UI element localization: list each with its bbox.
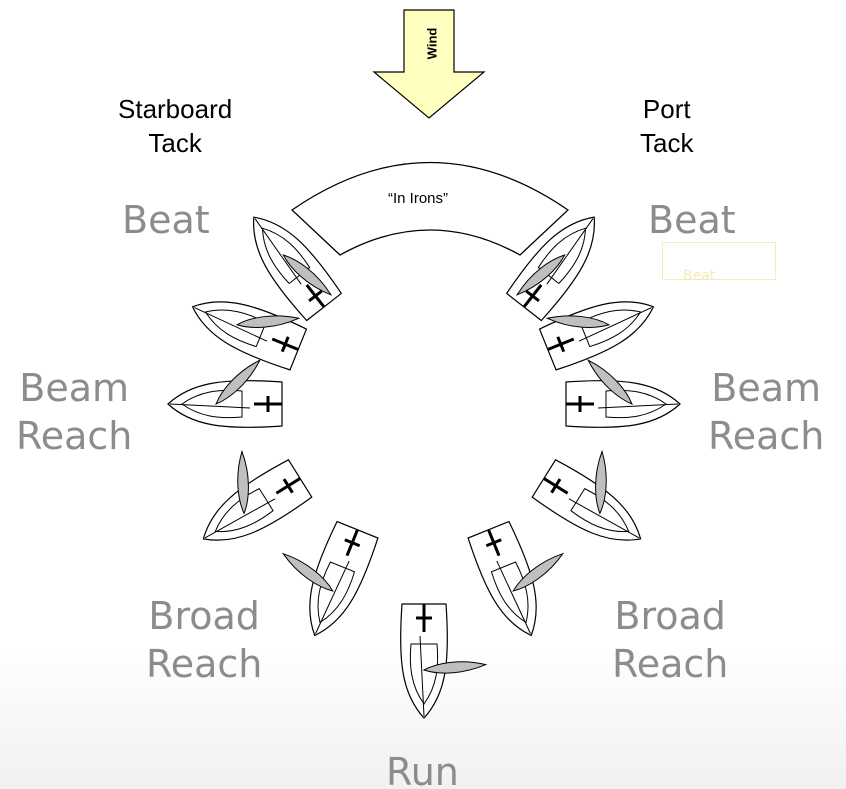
tiller-mark bbox=[566, 396, 594, 412]
boat-beam-reach-port bbox=[565, 359, 681, 428]
mainsail bbox=[422, 661, 488, 674]
tiller-mark bbox=[275, 477, 301, 495]
jib-line bbox=[254, 218, 302, 285]
boat-close-reach-starboard bbox=[183, 284, 308, 372]
tiller-mark bbox=[271, 336, 299, 353]
faint-beat-box: Beat bbox=[662, 242, 776, 283]
beam-reach-label-starboard: Beam Reach bbox=[16, 366, 133, 458]
mainsail bbox=[545, 315, 611, 328]
tiller-mark bbox=[543, 477, 569, 495]
beat-label-starboard: Beat bbox=[122, 198, 210, 242]
boat-run bbox=[400, 603, 488, 719]
hull-shape bbox=[466, 520, 554, 645]
tiller-mark bbox=[485, 529, 502, 557]
mainsail bbox=[281, 552, 334, 592]
boat-close-reach-port bbox=[538, 284, 663, 372]
starboard-tack-label: Starboard Tack bbox=[118, 94, 233, 158]
run-label: Run bbox=[386, 750, 459, 789]
broad-reach-label-port: Broad Reach bbox=[612, 594, 729, 686]
boat-broad-reach-starboard bbox=[190, 449, 314, 560]
jib-line bbox=[578, 307, 652, 342]
tiller-mark bbox=[522, 283, 543, 308]
jib-line bbox=[204, 498, 276, 539]
tiller-mark bbox=[416, 604, 432, 632]
mainsail bbox=[512, 552, 565, 592]
boats-group bbox=[167, 202, 681, 719]
jib-line bbox=[419, 635, 425, 717]
jib-line bbox=[169, 403, 251, 409]
broad-reach-label-starboard: Broad Reach bbox=[146, 594, 263, 686]
wind-label: Wind bbox=[424, 27, 440, 60]
boat-broad-run-port bbox=[466, 520, 565, 645]
boat-beam-reach-starboard bbox=[167, 359, 283, 428]
tiller-mark bbox=[305, 283, 326, 308]
boat-broad-reach-port bbox=[530, 449, 654, 560]
mainsail bbox=[515, 254, 566, 296]
hull-shape bbox=[530, 458, 654, 560]
jib-line bbox=[194, 307, 268, 342]
hull-shape bbox=[190, 458, 314, 560]
boat-beat-starboard bbox=[234, 202, 344, 322]
mainsail bbox=[237, 449, 249, 515]
mainsail bbox=[587, 359, 633, 405]
tiller-mark bbox=[254, 396, 282, 412]
in-irons-zone bbox=[290, 161, 570, 256]
beat-label-port: Beat bbox=[648, 198, 736, 242]
hull-shape bbox=[292, 520, 380, 645]
jib-line bbox=[597, 403, 679, 409]
mainsail bbox=[235, 315, 301, 328]
jib-line bbox=[546, 218, 594, 285]
jib-line bbox=[568, 498, 640, 539]
beam-reach-label-port: Beam Reach bbox=[708, 366, 825, 458]
jib-line bbox=[496, 560, 531, 634]
port-tack-label: Port Tack bbox=[640, 94, 694, 158]
mainsail bbox=[595, 449, 607, 515]
boat-broad-run-starboard bbox=[281, 520, 380, 645]
mainsail bbox=[215, 359, 261, 405]
jib-line bbox=[315, 560, 350, 634]
in-irons-label: “In Irons” bbox=[388, 190, 449, 207]
tiller-mark bbox=[547, 336, 575, 353]
mainsail bbox=[282, 254, 333, 296]
wind-arrow bbox=[372, 9, 486, 119]
tiller-mark bbox=[344, 529, 361, 557]
boat-beat-port bbox=[504, 202, 614, 322]
